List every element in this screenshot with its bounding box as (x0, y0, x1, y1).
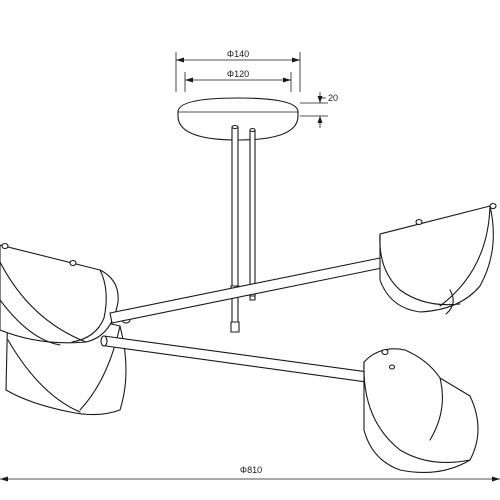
dimension-canopy-inner: Φ120 (184, 69, 292, 92)
shade-front-left (0, 242, 119, 346)
shade-back-right (379, 202, 497, 315)
dimension-canopy-outer: Φ140 (175, 49, 301, 92)
shade-front-right (363, 348, 479, 473)
dimension-canopy-outer-label: Φ140 (227, 49, 249, 59)
stem-rods (230, 124, 256, 333)
arm-front (100, 335, 393, 387)
dimension-overall-span: Φ810 (0, 465, 500, 482)
dimension-canopy-height-label: 20 (328, 93, 338, 103)
dimension-overall-span-label: Φ810 (240, 465, 262, 475)
ceiling-canopy (177, 97, 299, 141)
dimension-canopy-inner-label: Φ120 (227, 69, 249, 79)
arm-rear (109, 257, 383, 324)
dimension-canopy-height: 20 (300, 92, 338, 128)
